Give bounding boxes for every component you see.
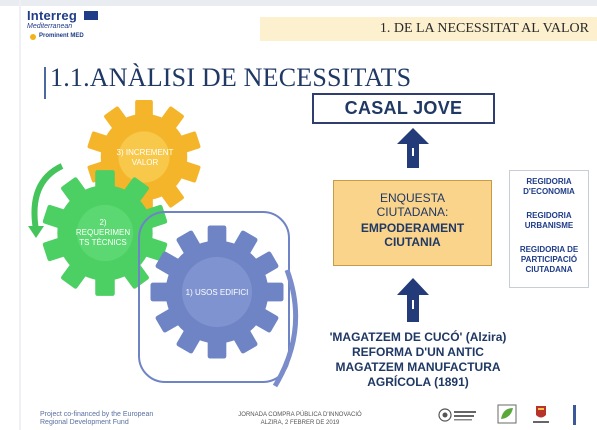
magatzem-line3: MAGATZEM MANUFACTURA	[335, 360, 501, 374]
gear-technical-requirements	[40, 168, 170, 298]
magatzem-description: 'MAGATZEM DE CUCÓ' (Alzira) REFORMA D'UN…	[318, 330, 518, 390]
casal-jove-box: CASAL JOVE	[312, 93, 495, 124]
magatzem-line2: REFORMA D'UN ANTIC	[352, 345, 484, 359]
event-line2: ALZIRA, 2 FEBRER DE 2019	[260, 420, 340, 426]
event-note: JORNADA COMPRA PÚBLICA D'INNOVACIÓ ALZIR…	[225, 411, 375, 427]
green-arc-arrow	[22, 160, 82, 240]
gear-blue-icon	[150, 225, 284, 359]
eu-flag-icon	[84, 11, 98, 20]
survey-subtitle: EMPODERAMENT CIUTANIA	[334, 221, 491, 249]
logo-title: Interreg	[27, 8, 78, 23]
gear-label-3-line2: VALOR	[131, 158, 159, 167]
ajuntament-logo	[528, 404, 554, 424]
regidoria-economia: REGIDORIA D'ECONOMIA	[510, 177, 588, 197]
regidoria-participacio-line2: PARTICIPACIÓ	[520, 255, 578, 264]
event-line1: JORNADA COMPRA PÚBLICA D'INNOVACIÓ	[238, 412, 362, 418]
top-band	[0, 0, 597, 6]
gear-label-2: 2) REQUERIMEN TS TÈCNICS	[70, 218, 136, 248]
regidoria-participacio: REGIDORIA DE PARTICIPACIÓ CIUTADANA	[510, 245, 588, 275]
survey-line1: ENQUESTA	[379, 191, 446, 205]
cofinance-line1: Project co-financed by the European	[40, 411, 154, 418]
prominent-med-icon	[30, 34, 36, 40]
regidoria-urbanisme: REGIDORIA URBANISME	[510, 211, 588, 231]
regidoria-urbanisme-line1: REGIDORIA	[526, 211, 572, 220]
magatzem-name: 'MAGATZEM DE CUCÓ'	[329, 330, 463, 344]
green-logo	[497, 404, 517, 424]
gear-green-icon	[42, 170, 168, 296]
university-crest-icon	[438, 408, 476, 422]
gear-frame-icon	[138, 211, 299, 388]
survey-line2: CIUTADANA:	[376, 205, 449, 219]
gear-label-2-line1: 2)	[99, 218, 107, 227]
gear-label-1: 1) USOS EDIFICI	[185, 288, 249, 297]
green-leaf-icon	[497, 404, 517, 424]
town-crest-icon	[533, 406, 549, 423]
survey-box: ENQUESTA CIUTADANA: EMPODERAMENT CIUTANI…	[333, 180, 492, 266]
magatzem-town: (Alzira)	[462, 330, 507, 344]
gear-building-uses-frame	[137, 210, 302, 390]
gear-label-2-line3: TS TÈCNICS	[79, 238, 127, 247]
gear-building-uses	[147, 222, 287, 362]
regidoria-economia-line1: REGIDORIA	[526, 177, 572, 186]
regidoria-economia-line2: D'ECONOMIA	[523, 187, 575, 196]
regidoria-participacio-line3: CIUTADANA	[525, 265, 573, 274]
arrow-up-icon	[397, 128, 429, 168]
cofinance-line2: Regional Development Fund	[40, 419, 129, 426]
regidories-box: REGIDORIA D'ECONOMIA REGIDORIA URBANISME…	[509, 170, 589, 288]
section-header: 1. DE LA NECESSITAT AL VALOR	[260, 17, 597, 41]
section-title: 1. DE LA NECESSITAT AL VALOR	[379, 21, 589, 36]
regidoria-urbanisme-line2: URBANISME	[524, 221, 574, 230]
upv-logo	[438, 407, 478, 423]
survey-title: ENQUESTA CIUTADANA:	[334, 191, 491, 219]
logo-subtitle: Mediterranean	[27, 23, 73, 30]
footer-accent-bar	[573, 405, 576, 425]
cofinance-note: Project co-financed by the European Regi…	[40, 411, 153, 427]
slide-title: 1.1.ANÀLISI DE NECESSITATS	[50, 63, 412, 92]
arrow-up-lower	[397, 278, 429, 322]
curved-arrow-icon	[28, 163, 64, 238]
survey-line3: EMPODERAMENT	[360, 221, 465, 235]
regidoria-participacio-line1: REGIDORIA DE	[519, 245, 579, 254]
magatzem-line1: 'MAGATZEM DE CUCÓ' (Alzira)	[318, 330, 518, 345]
arrow-up-icon	[397, 278, 429, 322]
logo-project: Prominent MED	[39, 33, 84, 39]
survey-line4: CIUTANIA	[384, 235, 441, 249]
magatzem-line4: AGRÍCOLA (1891)	[367, 375, 469, 389]
arrow-up-upper	[397, 128, 429, 168]
title-accent-bar	[44, 67, 46, 99]
interreg-logo: Interreg Mediterranean Prominent MED	[27, 8, 137, 48]
gear-label-3-line1: 3) INCREMENT	[116, 148, 174, 157]
gear-label-3: 3) INCREMENT VALOR	[112, 148, 178, 168]
gear-label-2-line2: REQUERIMEN	[75, 228, 131, 237]
left-margin-line	[19, 0, 21, 430]
